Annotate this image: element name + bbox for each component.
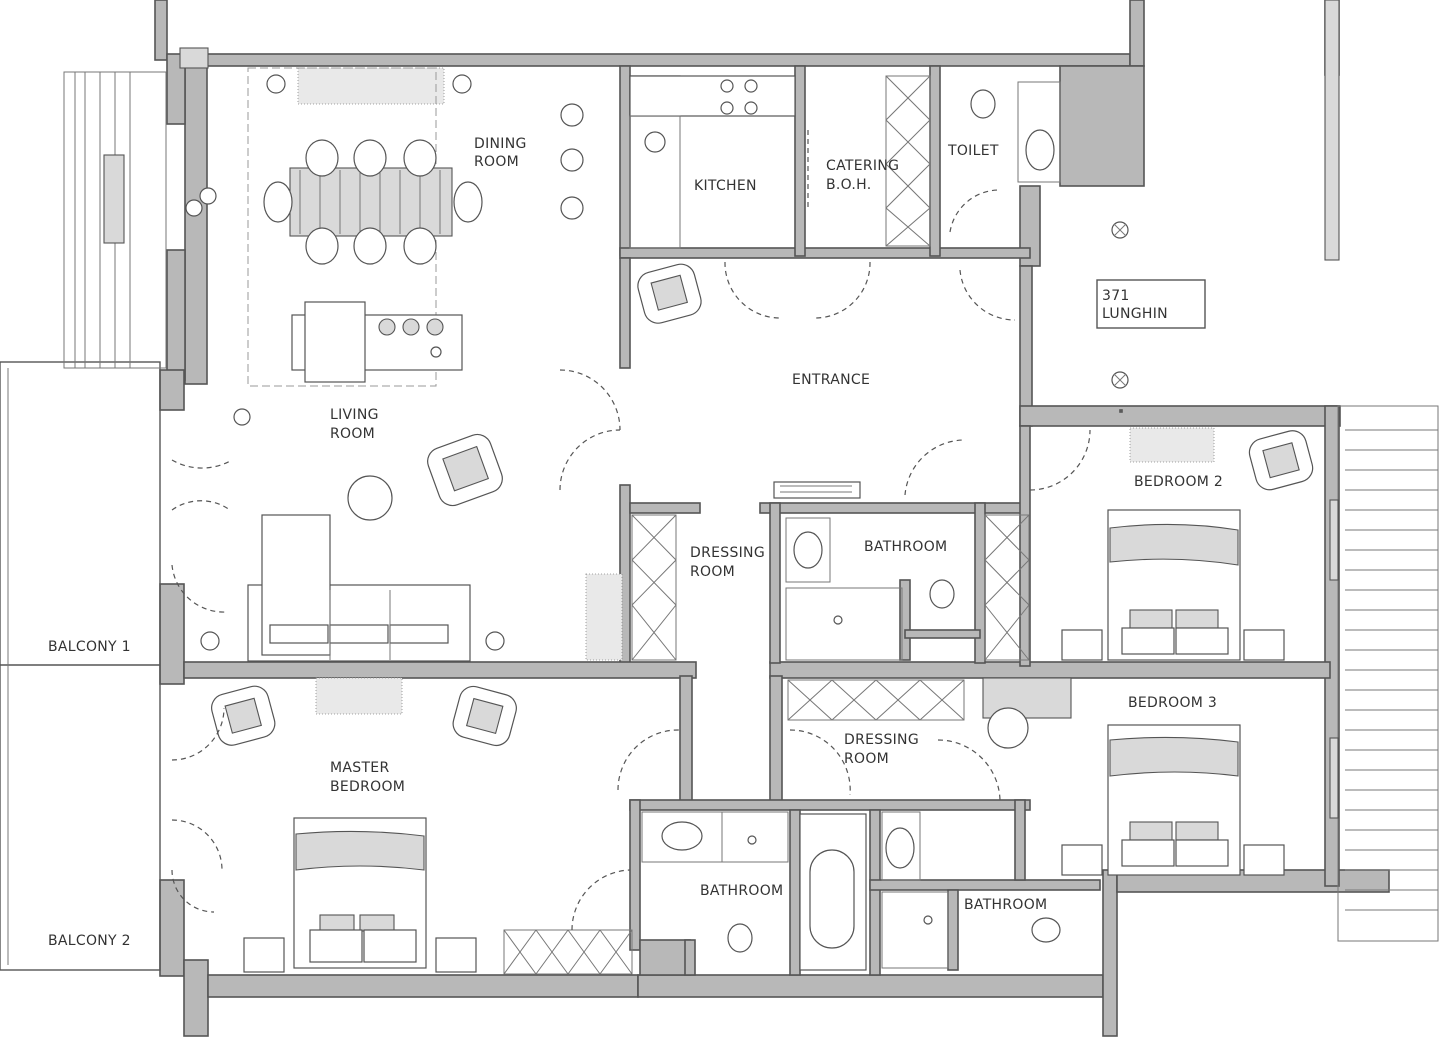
catering-boh [807, 75, 931, 247]
label-kitchen: KITCHEN [694, 178, 757, 194]
bedroom-2 [1061, 427, 1314, 661]
master-bedroom [171, 677, 633, 975]
label-toilet: TOILET [947, 143, 999, 159]
label-dressing-room-1: DRESSING [690, 545, 765, 561]
staircase [1324, 0, 1439, 942]
entrance-area [559, 261, 1091, 499]
label-bathroom-1: BATHROOM [864, 539, 947, 555]
label-bathroom-3: BATHROOM [964, 897, 1047, 913]
label-living-room: ROOM [330, 426, 375, 442]
label-dressing-room-1: ROOM [690, 564, 735, 580]
label-dining-room: ROOM [474, 154, 519, 170]
label-bedroom-2: BEDROOM 2 [1134, 474, 1223, 490]
label-dressing-room-2: ROOM [844, 751, 889, 767]
balconies [0, 47, 209, 971]
label-bedroom-3: BEDROOM 3 [1128, 695, 1217, 711]
label-master-bedroom: BEDROOM [330, 779, 405, 795]
label-catering: CATERING [826, 158, 899, 174]
dressing-room-1 [631, 514, 1030, 661]
dressing-room-2 [617, 679, 965, 796]
corridor-lights [1096, 221, 1206, 389]
label-entrance: ENTRANCE [792, 372, 870, 388]
label-master-bedroom: MASTER [330, 760, 389, 776]
bathroom-2 [641, 811, 867, 971]
toilet-room [949, 81, 1061, 233]
dining-area [185, 67, 584, 387]
room-labels: DINING ROOM KITCHEN CATERING B.O.H. TOIL… [48, 136, 1223, 949]
living-area [171, 408, 623, 662]
label-dining-room: DINING [474, 136, 527, 152]
kitchen [629, 75, 796, 249]
label-dressing-room-2: DRESSING [844, 732, 919, 748]
label-unit-number: 371 [1102, 288, 1130, 304]
bathroom-3 [881, 811, 1061, 969]
label-balcony-1: BALCONY 1 [48, 639, 131, 655]
walls [154, 0, 1390, 1037]
label-balcony-2: BALCONY 2 [48, 933, 131, 949]
label-catering: B.O.H. [826, 177, 872, 193]
label-living-room: LIVING [330, 407, 379, 423]
bathroom-1 [785, 517, 955, 661]
label-unit-name: LUNGHIN [1102, 306, 1168, 322]
bedroom-3 [937, 677, 1285, 876]
label-bathroom-2: BATHROOM [700, 883, 783, 899]
